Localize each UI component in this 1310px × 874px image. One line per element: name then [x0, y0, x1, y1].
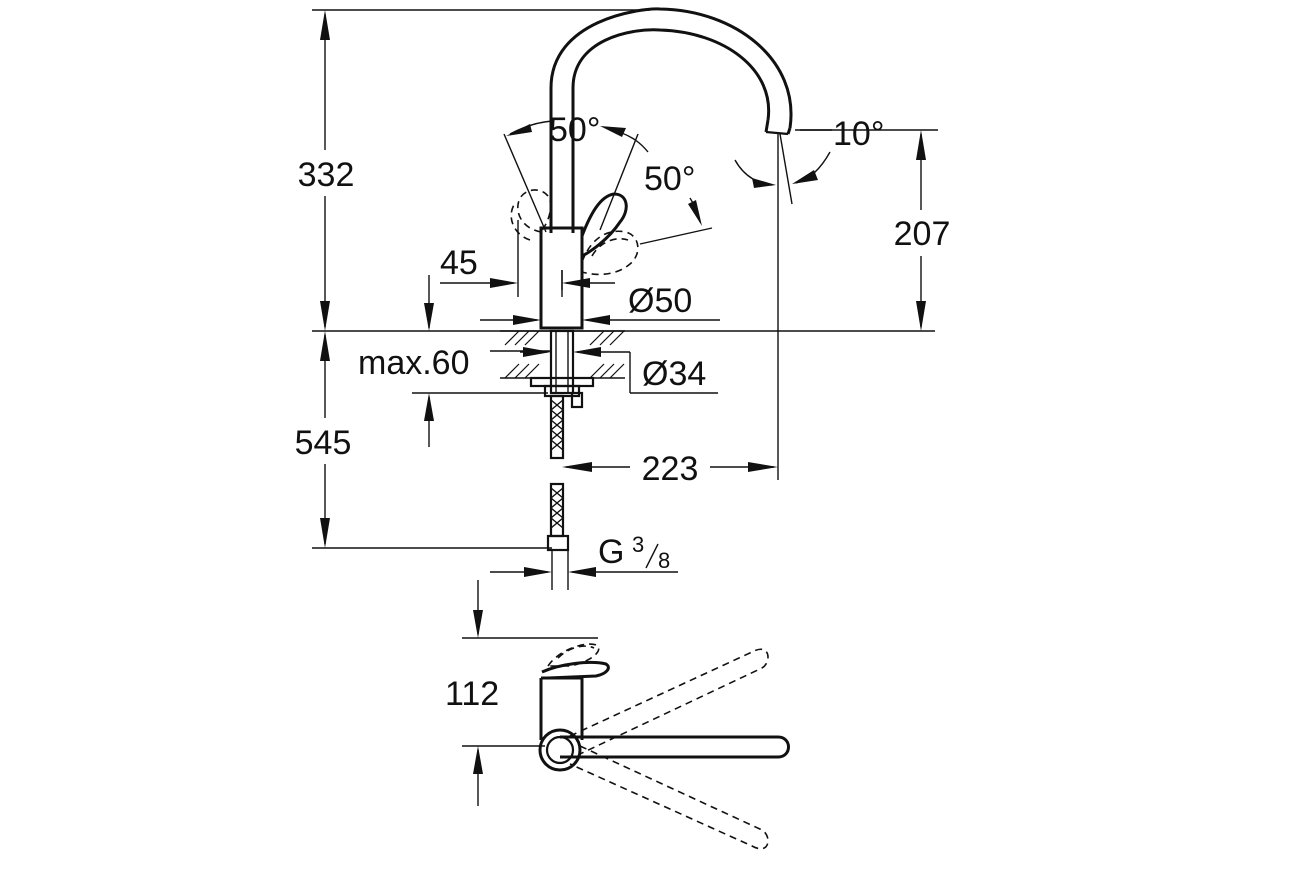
label-545: 545 [295, 424, 352, 462]
label-diameter-50: Ø50 [628, 282, 692, 320]
lever-handle [580, 192, 628, 258]
lever-right-position-inner [591, 238, 629, 257]
spout-tilt-line [779, 133, 793, 205]
right-angle-ray [639, 227, 713, 245]
fraction-slash [645, 543, 659, 569]
dimension-332: 332 [285, 10, 365, 331]
angle-50-right: 50° [600, 126, 702, 226]
label-45: 45 [440, 244, 478, 282]
dimension-223: 223 [562, 450, 778, 488]
angle-10: 10° [734, 115, 884, 188]
mounting-shank [529, 329, 595, 409]
label-207: 207 [894, 215, 951, 253]
label-thread-denominator: 8 [658, 548, 670, 573]
label-max-60: max.60 [358, 344, 470, 382]
dimension-shank-diameter: Ø34 [520, 347, 718, 394]
supply-hose-lower [546, 482, 570, 590]
supply-hose-upper [549, 394, 565, 460]
label-diameter-34: Ø34 [642, 355, 706, 393]
spout [549, 7, 793, 233]
label-223: 223 [642, 450, 699, 488]
angle-50-left: 50° [506, 111, 600, 149]
dimension-max-60: max.60 [358, 275, 550, 447]
label-112: 112 [445, 675, 499, 713]
label-50-degrees-left: 50° [549, 111, 600, 149]
label-10-degrees: 10° [833, 115, 884, 153]
dimension-207: 207 [800, 129, 960, 331]
plan-view: 112 [445, 580, 790, 850]
label-thread-numerator: 3 [632, 532, 644, 557]
mid-angle-ray [599, 133, 639, 231]
dimension-body-diameter: Ø50 [480, 282, 720, 325]
dimension-45: 45 [440, 220, 615, 297]
label-50-degrees-right: 50° [644, 160, 695, 198]
dimension-connection-thread: G 3 8 [490, 532, 678, 577]
label-332: 332 [298, 156, 355, 194]
lever-left-position-outline [517, 189, 552, 233]
left-angle-ray [503, 133, 547, 233]
dimension-545: 545 [285, 331, 365, 548]
label-thread-g: G [598, 533, 624, 571]
lever-left-position-inner [510, 201, 531, 241]
deck-section [500, 330, 625, 379]
